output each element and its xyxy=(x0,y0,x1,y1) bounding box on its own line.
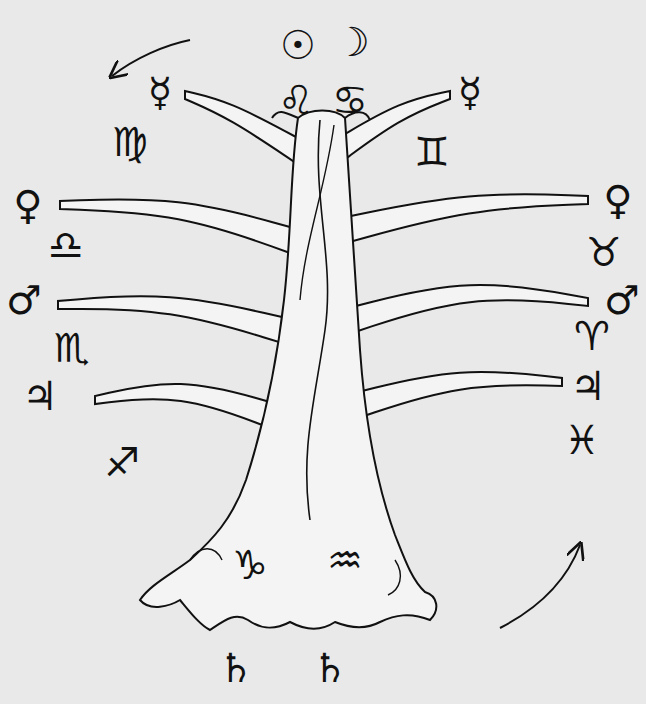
astro-symbol: ☽ xyxy=(334,22,370,62)
astro-symbol: ♓ xyxy=(564,420,600,460)
astro-symbol: ♀ xyxy=(13,185,42,225)
astro-symbol: ♃ xyxy=(22,376,58,416)
cycle-arrow xyxy=(500,545,580,628)
astro-symbol: ♂ xyxy=(6,280,42,320)
branch xyxy=(358,372,562,418)
branch xyxy=(95,384,270,428)
astro-symbol: ♐ xyxy=(104,442,140,482)
branch xyxy=(60,199,290,253)
astro-symbol: ♎ xyxy=(48,225,84,265)
astro-symbol: ♀ xyxy=(603,180,632,220)
astro-symbol: ♒ xyxy=(327,540,363,580)
astro-symbol: ♂ xyxy=(604,280,640,320)
astro-symbol: ☉ xyxy=(280,25,316,65)
branch xyxy=(58,296,282,343)
astro-symbol: ♄ xyxy=(312,648,348,688)
astro-symbol: ♍ xyxy=(112,122,148,162)
astro-symbol: ♄ xyxy=(218,648,254,688)
astro-symbol: ♊ xyxy=(414,132,450,172)
astro-symbol: ☿ xyxy=(458,72,483,112)
astro-symbol: ♃ xyxy=(570,366,606,406)
astro-symbol: ♈ xyxy=(574,316,610,356)
trunk xyxy=(140,111,436,631)
astro-symbol: ♌ xyxy=(278,80,314,120)
astro-symbol: ☿ xyxy=(148,72,173,112)
astro-symbol: ♏ xyxy=(54,328,90,368)
astro-symbol: ♉ xyxy=(586,232,622,272)
astro-symbol: ♑ xyxy=(232,545,268,585)
branch xyxy=(346,194,588,243)
branch xyxy=(352,285,588,333)
astro-symbol: ♋ xyxy=(332,80,368,120)
cycle-arrow xyxy=(112,40,190,76)
